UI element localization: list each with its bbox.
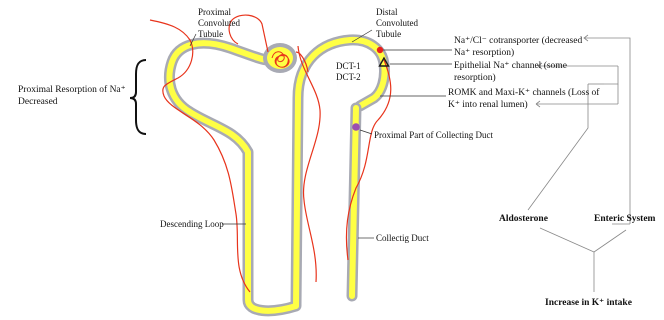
romk-label-line1: ROMK and Maxi-K⁺ channels (Loss of [448,87,600,98]
descending-loop-label: Descending Loop [160,219,224,229]
proximal-cd-label: Proximal Part of Collecting Duct [374,130,493,140]
pct-label-line1: Proximal [198,7,231,17]
left-brace [130,60,146,134]
prox-resorption-line1: Proximal Resorption of Na⁺ [18,84,126,95]
dct1-label: DCT-1 [336,61,361,71]
enac-label-line2: resorption) [454,72,496,83]
increase-k-label: Increase in K⁺ intake [545,298,632,308]
nacl-label-line2: Na⁺ resorption) [454,47,514,58]
romk-label-line2: K⁺ into renal lumen) [448,99,528,110]
collecting-duct-lumen [352,108,356,296]
pct-label-line3: Tubule [198,29,223,39]
dct-label-line3: Tubule [376,29,401,39]
proximal-collecting-duct-marker [352,123,360,131]
pct-label-line2: Convoluted [198,18,240,28]
collecting-duct-label: Collectig Duct [376,233,429,243]
enteric-system-label: Enteric System [594,214,656,224]
aldosterone-label: Aldosterone [499,214,548,224]
nacl-label-line1: Na⁺/Cl⁻ cotransporter (decreased [454,35,582,46]
nacl-cotransporter-marker [377,47,383,53]
dct2-label: DCT-2 [336,72,361,82]
enac-label-line1: Epithelial Na⁺ channel (some [454,60,567,71]
dct-label-line2: Convoluted [376,18,418,28]
prox-resorption-line2: Decreased [18,97,58,107]
dct-label-line1: Distal [376,7,398,17]
causal-tree [528,35,630,292]
bowman-capsule-lumen [267,47,293,69]
